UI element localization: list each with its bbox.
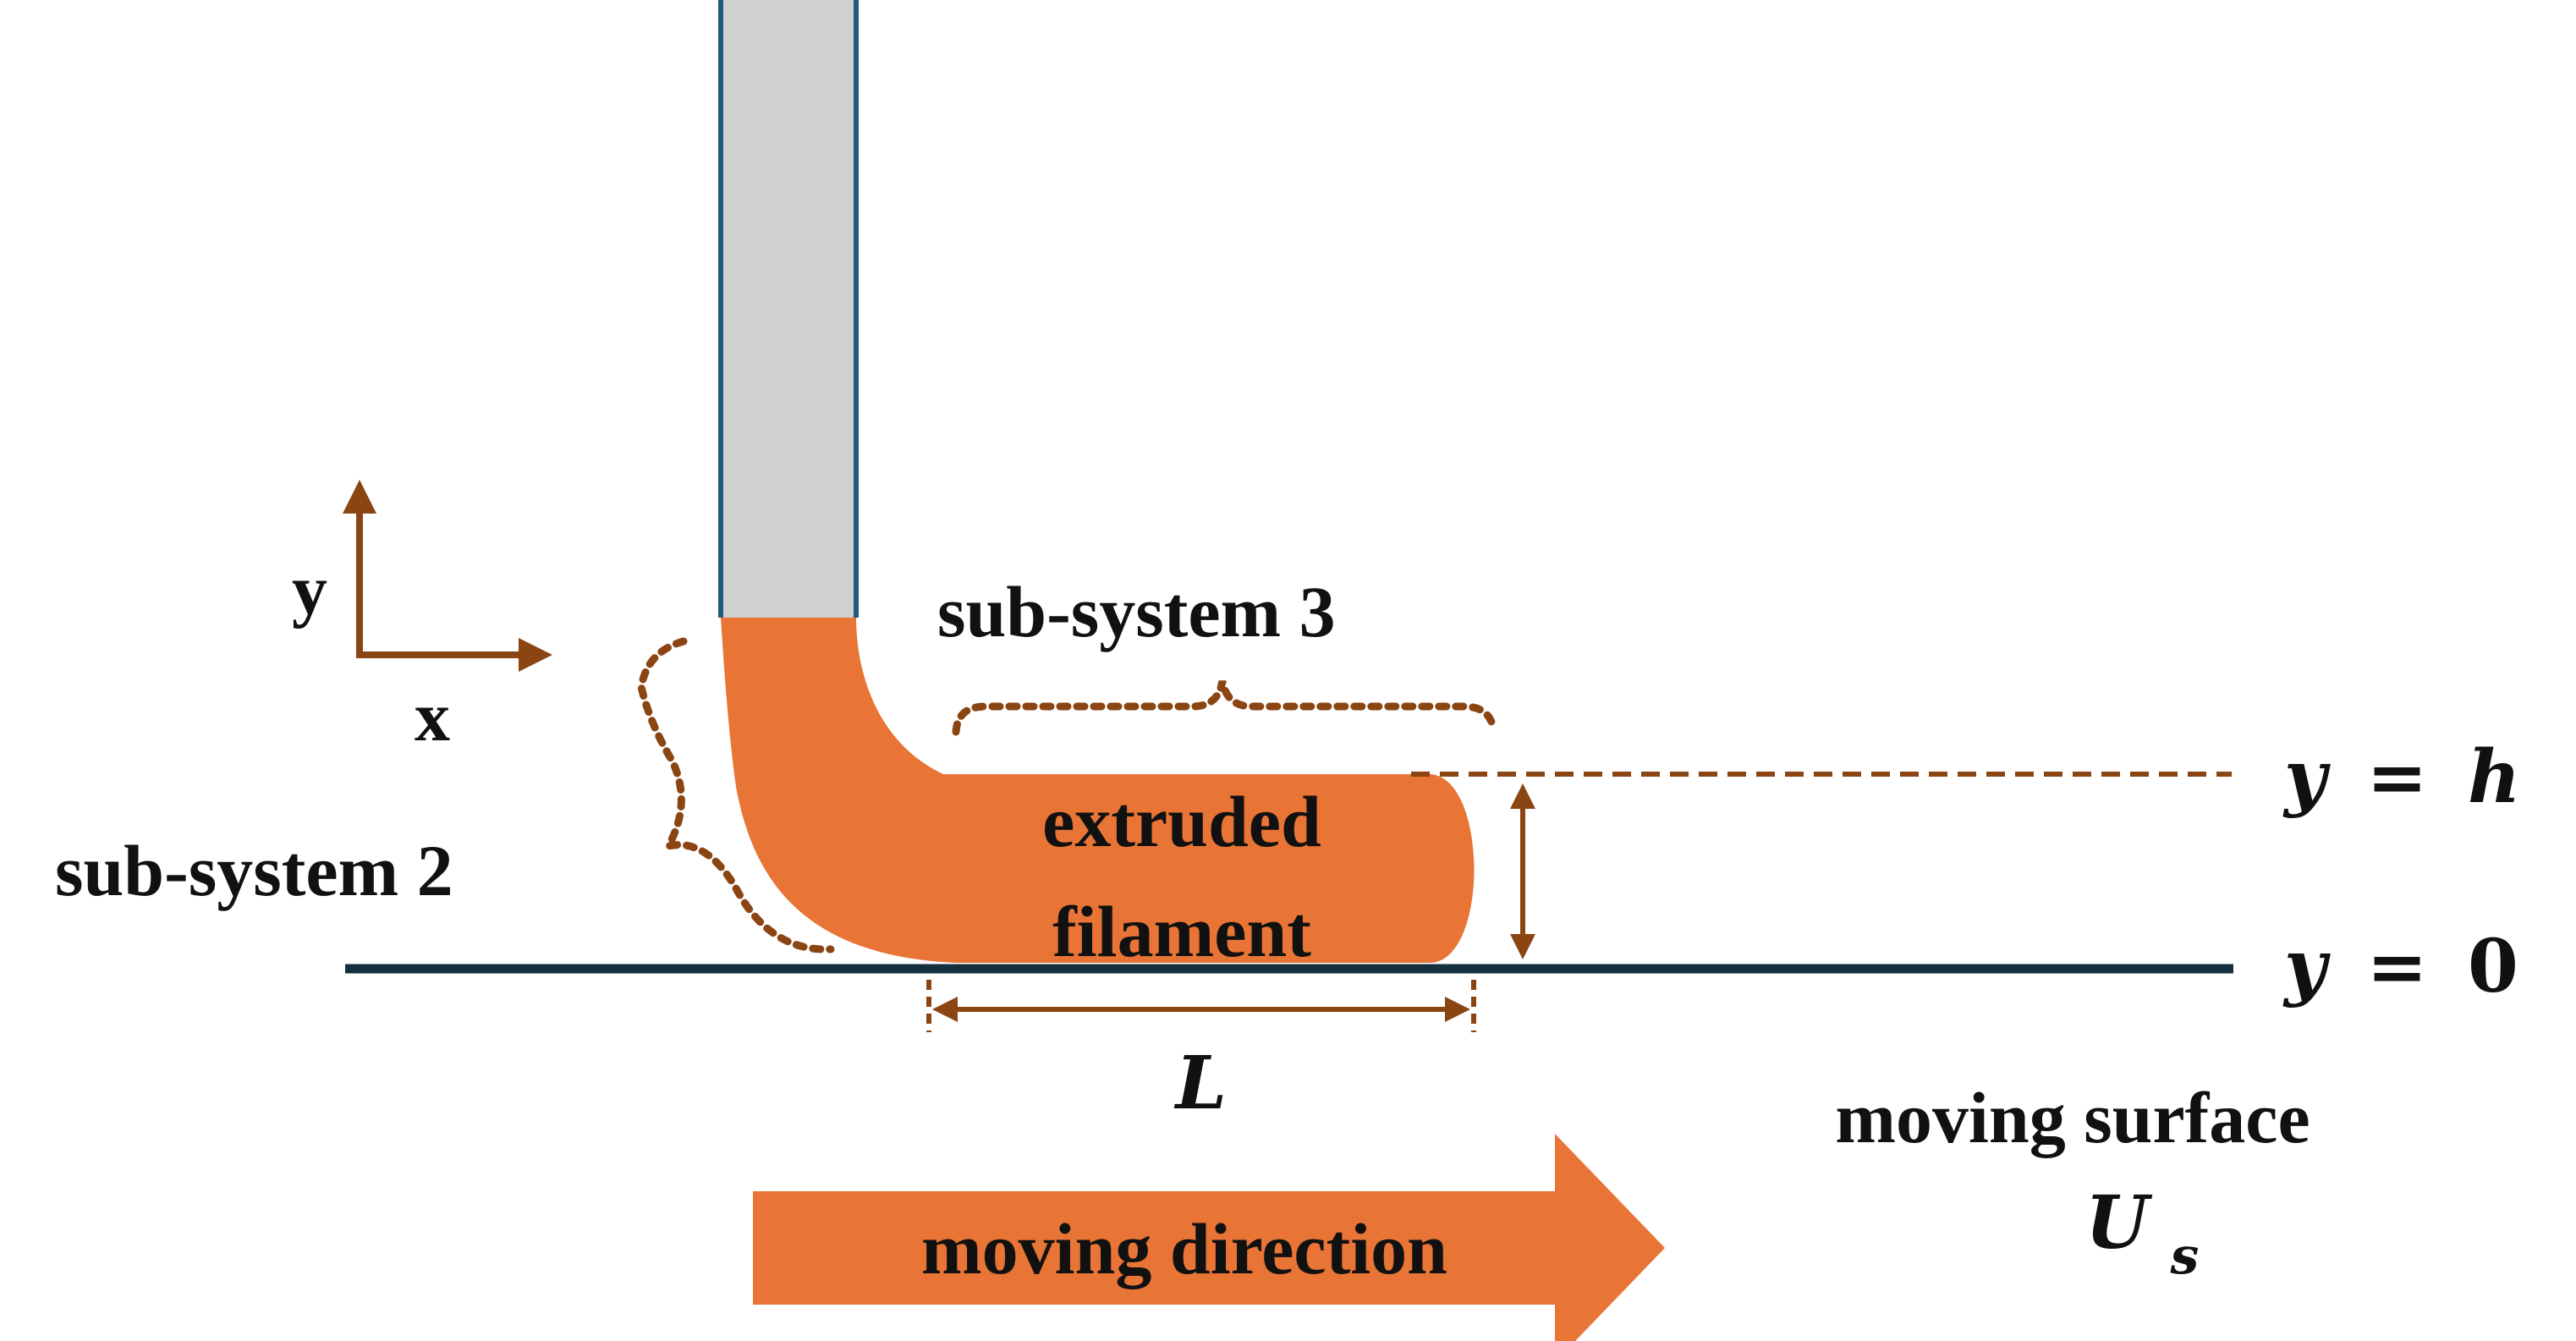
axis-x-label: x (415, 678, 450, 756)
y-h-variable: y (2282, 734, 2331, 820)
length-dimension (926, 980, 1476, 1032)
y-0-equals: = (2366, 924, 2427, 1009)
y-equals-0-label: y = 0 (2282, 924, 2518, 1009)
filament-label-line2: filament (1052, 891, 1311, 972)
moving-direction-arrow (753, 1134, 1665, 1341)
subsystem-2-brace (637, 637, 835, 954)
axis-y-label: y (292, 551, 327, 629)
y-h-value: h (2468, 734, 2521, 820)
coordinate-axes: y x (292, 480, 552, 756)
surface-velocity-label: U s (2085, 1180, 2199, 1286)
subsystem-3-brace (952, 680, 1497, 736)
moving-direction-label: moving direction (921, 1208, 1447, 1289)
y-equals-h-label: y = h (2282, 734, 2521, 820)
extruded-filament-shape (721, 618, 1475, 963)
length-label: L (1173, 1041, 1227, 1126)
nozzle (718, 0, 859, 618)
velocity-main: U (2085, 1180, 2153, 1266)
filament-label-line1: extruded (1042, 781, 1321, 862)
velocity-subscript: s (2170, 1227, 2200, 1286)
y-h-equals: = (2366, 734, 2427, 820)
y-0-variable: y (2282, 924, 2331, 1009)
subsystem-2-label: sub-system 2 (55, 830, 453, 911)
moving-surface-label: moving surface (1835, 1077, 2310, 1158)
y-0-value: 0 (2468, 924, 2518, 1009)
subsystem-3-label: sub-system 3 (937, 571, 1336, 652)
